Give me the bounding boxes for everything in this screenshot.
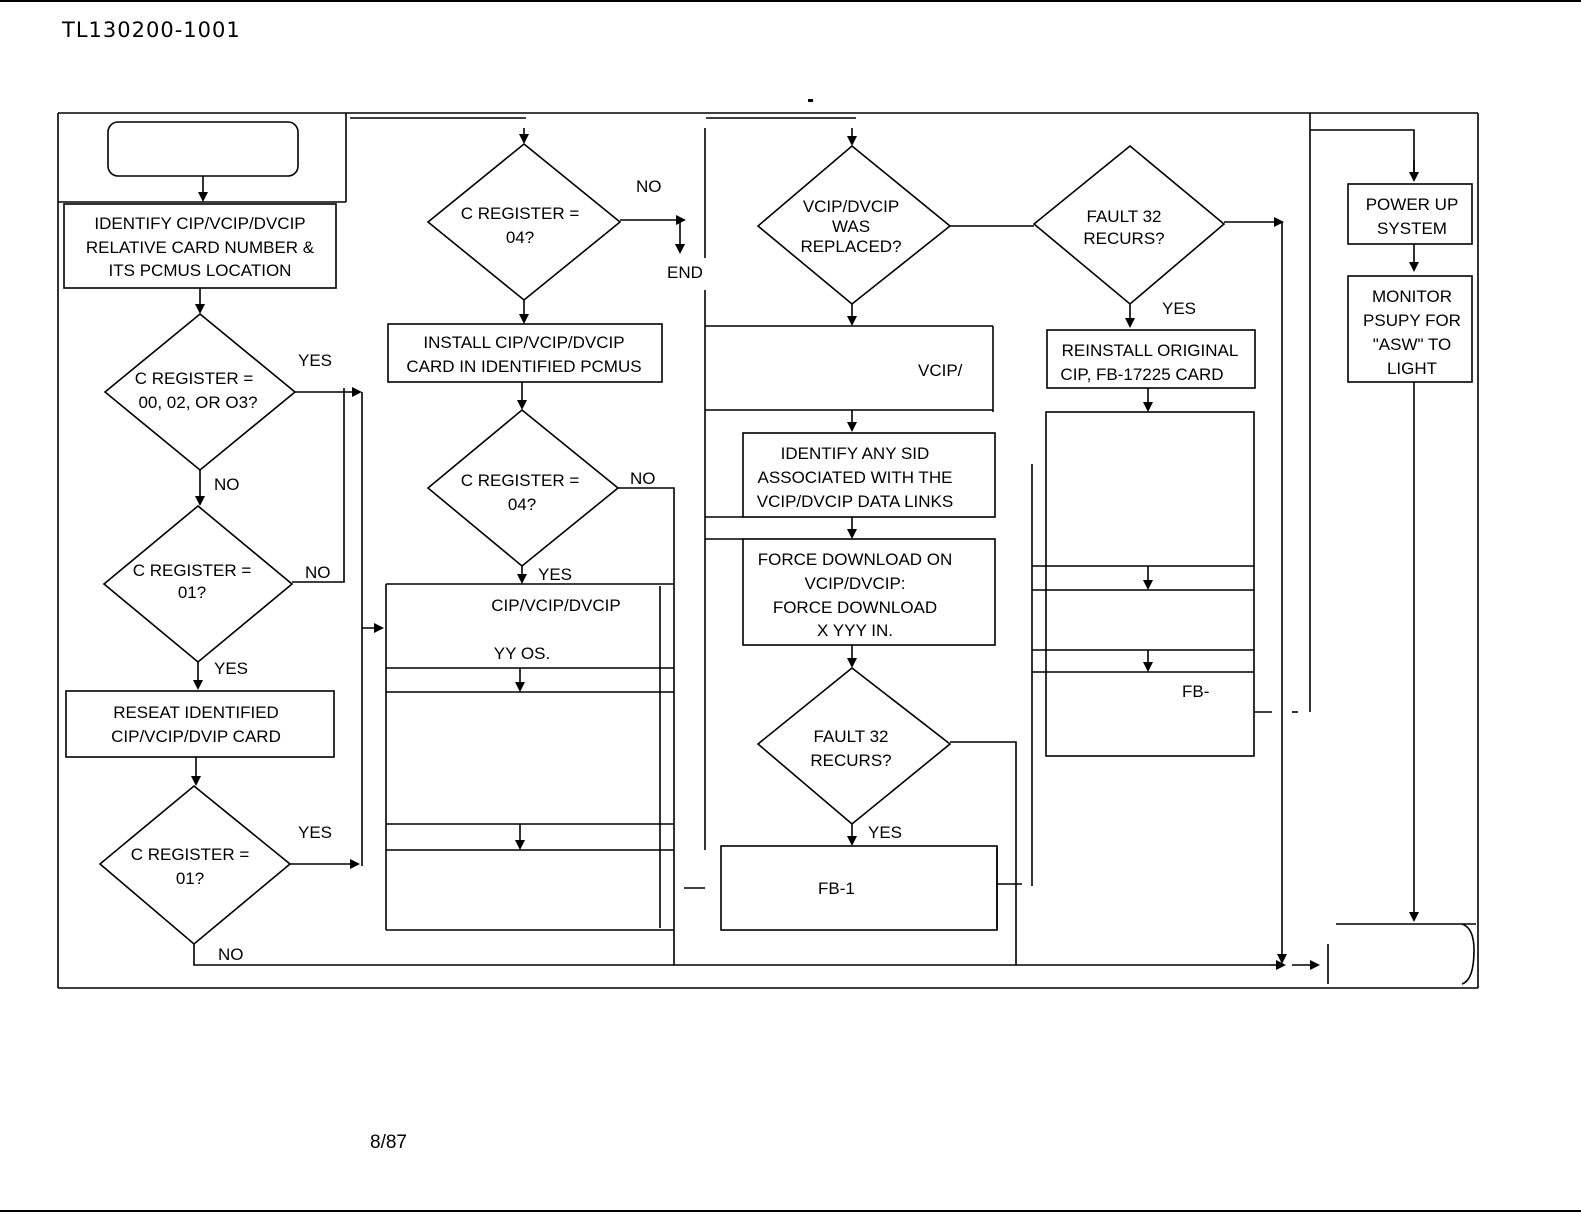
col3-bottom-text: FB-1 <box>818 879 855 898</box>
col3-bottom-box <box>720 845 998 931</box>
col2-action-block <box>385 583 674 931</box>
reinstall-line-2: CIP, FB-17225 CARD <box>1060 365 1223 384</box>
power-line-2: SYSTEM <box>1377 219 1447 238</box>
install-card-box <box>387 323 663 383</box>
dec1-yes-label: YES <box>298 351 332 370</box>
reseat-card-box <box>65 690 335 758</box>
monitor-line-4: LIGHT <box>1387 359 1437 378</box>
col2-dec2-yes-label: YES <box>538 565 572 584</box>
install-line-2: CARD IN IDENTIFIED PCMUS <box>406 357 641 376</box>
reinstall-line-1: REINSTALL ORIGINAL <box>1062 341 1239 360</box>
dec2-line-1: C REGISTER = <box>133 561 252 580</box>
identify-line-3: ITS PCMUS LOCATION <box>109 261 292 280</box>
dec3-line-1: C REGISTER = <box>131 845 250 864</box>
stray-mark <box>808 99 813 102</box>
col3-dec1-line-1: VCIP/DVCIP <box>803 197 899 216</box>
sid-line-1: IDENTIFY ANY SID <box>781 444 930 463</box>
col3-dec1-line-3: REPLACED? <box>800 237 901 256</box>
col2-dec1-line-2: 04? <box>506 228 534 247</box>
monitor-line-3: "ASW" TO <box>1373 335 1452 354</box>
power-line-1: POWER UP <box>1366 195 1459 214</box>
monitor-line-1: MONITOR <box>1372 287 1452 306</box>
identify-line-2: RELATIVE CARD NUMBER & <box>86 238 315 257</box>
dec1-line-1: C REGISTER = <box>135 369 254 388</box>
col2-block-line-1: CIP/VCIP/DVCIP <box>491 596 620 615</box>
sid-line-2: ASSOCIATED WITH THE <box>758 468 953 487</box>
start-terminal <box>107 121 299 177</box>
col4-dec1-yes-label: YES <box>1162 299 1196 318</box>
outer-frame <box>57 112 1479 989</box>
decision-c-register-01-b <box>98 784 292 946</box>
identify-card-box <box>63 203 337 289</box>
dec2-yes-label: YES <box>214 659 248 678</box>
dec2-line-2: 01? <box>178 583 206 602</box>
dec3-yes-label: YES <box>298 823 332 842</box>
reseat-line-1: RESEAT IDENTIFIED <box>113 703 279 722</box>
col3-dec2-yes-label: YES <box>868 823 902 842</box>
col3-dec1-line-2: WAS <box>832 217 870 236</box>
doc-date: 8/87 <box>370 1132 407 1153</box>
col3-action-block <box>705 325 994 412</box>
col4-dec1-line-1: FAULT 32 <box>1087 207 1162 226</box>
identify-sid-box <box>742 432 996 518</box>
dec3-line-2: 01? <box>176 869 204 888</box>
col2-dec2-line-1: C REGISTER = <box>461 471 580 490</box>
monitor-line-2: PSUPY FOR <box>1363 311 1461 330</box>
end-terminal <box>1327 923 1476 985</box>
force-line-3: FORCE DOWNLOAD <box>773 598 937 617</box>
force-line-4: X YYY IN. <box>817 621 893 640</box>
col2-dec1-line-1: C REGISTER = <box>461 204 580 223</box>
col3-block1-text: VCIP/ <box>918 361 963 380</box>
power-up-box <box>1347 183 1473 245</box>
force-download-box <box>742 538 996 646</box>
col2-dec1-no-label: NO <box>636 177 662 196</box>
col2-dec2-line-2: 04? <box>508 495 536 514</box>
dec1-line-2: 00, 02, OR O3? <box>138 393 257 412</box>
col4-dec1-line-2: RECURS? <box>1083 229 1164 248</box>
dec2-no-label: NO <box>305 563 331 582</box>
reseat-line-2: CIP/VCIP/DVIP CARD <box>111 727 281 746</box>
dec3-no-label: NO <box>218 945 244 964</box>
monitor-psupy-box <box>1347 275 1473 383</box>
force-line-1: FORCE DOWNLOAD ON <box>758 550 953 569</box>
reinstall-card-box <box>1046 329 1256 389</box>
col4-block-text: FB- <box>1182 682 1209 701</box>
col3-dec2-line-2: RECURS? <box>810 751 891 770</box>
sid-line-3: VCIP/DVCIP DATA LINKS <box>757 492 954 511</box>
identify-line-1: IDENTIFY CIP/VCIP/DVCIP <box>94 214 305 233</box>
decision-c-register-00-02-03 <box>103 312 297 472</box>
col4-action-block <box>1031 411 1298 886</box>
install-line-1: INSTALL CIP/VCIP/DVCIP <box>423 333 624 352</box>
end-label: END <box>667 263 703 282</box>
col2-dec2-no-label: NO <box>630 469 656 488</box>
decision-fault-32-recurs-a <box>756 666 952 826</box>
col2-block-line-2: YY OS. <box>494 644 550 663</box>
force-line-2: VCIP/DVCIP: <box>804 574 905 593</box>
col3-dec2-line-1: FAULT 32 <box>814 727 889 746</box>
dec1-no-label: NO <box>214 475 240 494</box>
doc-id: TL130200-1001 <box>61 18 241 42</box>
